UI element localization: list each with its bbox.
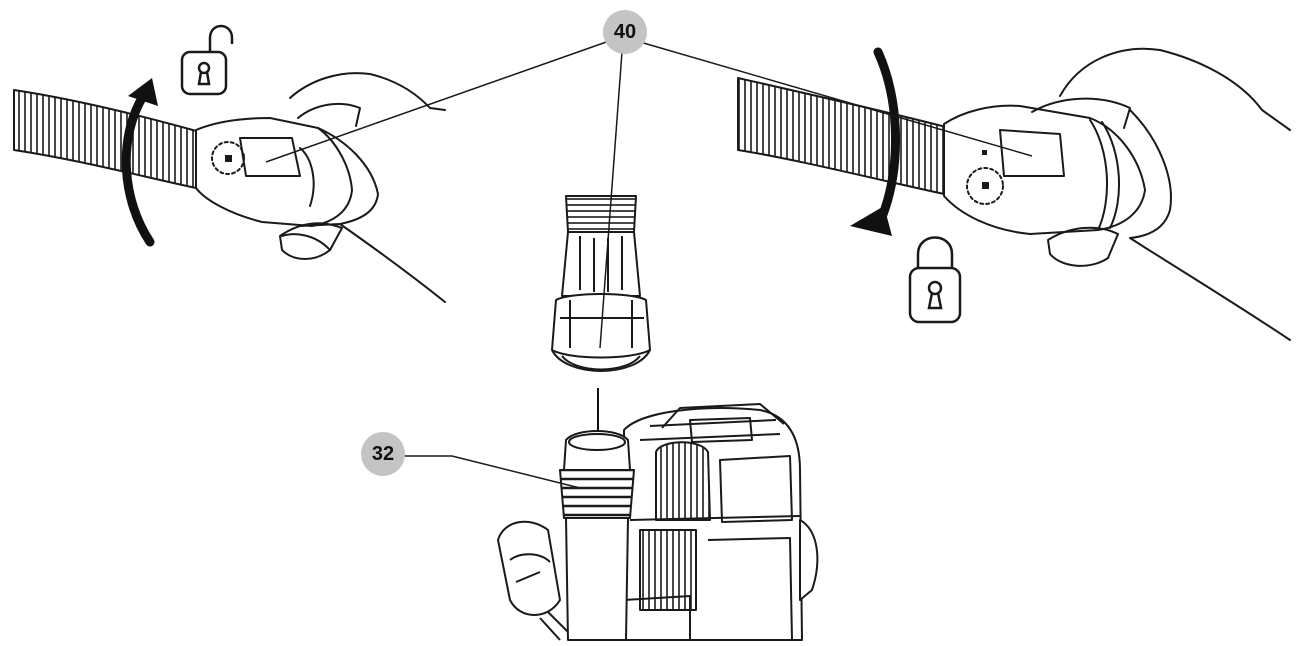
vacuum-side-grip <box>497 520 561 616</box>
left-hose <box>13 89 201 189</box>
leader-lines <box>265 39 1033 489</box>
callout-label-32: 32 <box>371 442 395 465</box>
lock-rotation-arrow <box>850 47 900 236</box>
unlock-icon <box>180 24 234 96</box>
left-hose-assembly <box>13 72 446 303</box>
unlock-rotation-arrow <box>121 78 158 247</box>
vacuum-handle-top <box>661 403 785 429</box>
lock-icon <box>908 236 962 324</box>
left-hand <box>279 72 446 303</box>
vacuum-port <box>559 430 635 641</box>
leader-40-center <box>599 51 623 349</box>
leader-40-right <box>639 41 1033 157</box>
leader-40-left <box>265 39 613 163</box>
callout-label-40: 40 <box>613 20 637 43</box>
leader-32 <box>404 455 581 489</box>
right-hand <box>1031 47 1291 341</box>
callout-40-circle <box>603 10 647 54</box>
vacuum-unit <box>497 403 819 641</box>
callout-32-circle <box>361 432 405 476</box>
center-hose-connector <box>551 195 651 372</box>
right-hose <box>737 77 951 195</box>
right-hose-assembly <box>737 47 1291 341</box>
